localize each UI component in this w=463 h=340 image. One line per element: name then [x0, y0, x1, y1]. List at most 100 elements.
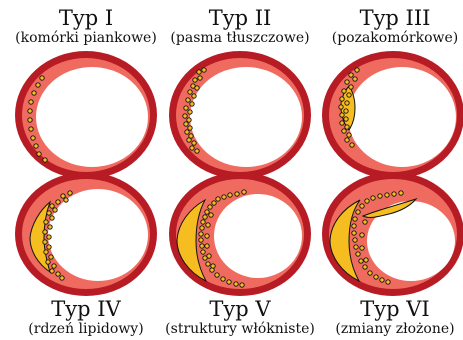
- lipid-cell: [360, 233, 364, 237]
- vessel-cross-section-typ-6: [322, 172, 463, 296]
- lipid-cell: [31, 136, 35, 140]
- lipid-cell: [349, 85, 353, 89]
- lipid-cell: [187, 138, 191, 142]
- lipid-cell: [240, 283, 244, 287]
- vessel-lumen: [48, 189, 148, 281]
- vessel-lumen: [190, 67, 302, 167]
- lipid-cell: [221, 277, 225, 281]
- lipid-cell: [339, 105, 343, 109]
- lipid-cell: [365, 199, 369, 203]
- lipid-cell: [199, 238, 203, 242]
- lipid-cell: [56, 272, 60, 276]
- lipid-cell: [342, 89, 346, 93]
- lipid-cell: [187, 118, 191, 122]
- lipid-cell: [359, 259, 363, 263]
- lipid-cell: [193, 78, 197, 82]
- lipid-cell: [364, 258, 368, 262]
- lipid-cell: [36, 83, 40, 87]
- lipid-cell: [345, 101, 349, 105]
- lipid-cell: [52, 264, 56, 268]
- lipid-cell: [227, 280, 231, 284]
- lipid-cell: [184, 106, 188, 110]
- vessel-cross-section-typ-4: [15, 172, 157, 296]
- lipid-cell: [29, 127, 33, 131]
- lipid-cell: [242, 190, 246, 194]
- lipid-cell: [340, 121, 344, 125]
- vessel-cross-section-typ-3: [322, 51, 463, 179]
- lipid-cell: [44, 220, 48, 224]
- lipid-cell: [184, 122, 188, 126]
- lipid-cell: [195, 149, 199, 153]
- lipid-cell: [48, 225, 52, 229]
- lipid-cell: [198, 76, 202, 80]
- lipid-cell: [203, 215, 207, 219]
- lipid-cell: [353, 238, 357, 242]
- lipid-cell: [352, 231, 356, 235]
- lipid-cell: [50, 269, 54, 273]
- lipid-cell: [200, 226, 204, 230]
- lipid-cell: [53, 208, 57, 212]
- lipid-cell: [347, 133, 351, 137]
- lipid-cell: [47, 245, 51, 249]
- vessel-lumen: [36, 67, 148, 167]
- lipid-cell: [186, 98, 190, 102]
- lipid-cell: [28, 109, 32, 113]
- lipid-cell: [347, 93, 351, 97]
- vessel-cross-section-typ-2: [169, 51, 311, 179]
- lipid-cell: [340, 113, 344, 117]
- lipid-cell: [386, 280, 390, 284]
- lipid-cell: [29, 100, 33, 104]
- lipid-cell: [205, 210, 209, 214]
- lipid-cell: [188, 126, 192, 130]
- lipid-cell: [64, 198, 68, 202]
- lipid-cell: [234, 282, 238, 286]
- lipid-cell: [188, 110, 192, 114]
- vessel-cross-section-typ-1: [15, 51, 157, 179]
- lipid-cell: [378, 194, 382, 198]
- lipid-cell: [344, 117, 348, 121]
- lipid-cell: [47, 211, 51, 215]
- lipid-cell: [68, 191, 72, 195]
- lipid-cell: [192, 94, 196, 98]
- lipid-cell: [349, 73, 353, 77]
- lipid-cell: [399, 191, 403, 195]
- vessel-cross-section-typ-5: [169, 172, 311, 296]
- lipid-cell: [209, 213, 213, 217]
- lipid-cell: [183, 114, 187, 118]
- lipid-cell: [360, 204, 364, 208]
- lipid-cell: [185, 130, 189, 134]
- lipid-cell: [61, 194, 65, 198]
- lipid-cell: [197, 70, 201, 74]
- lipid-cell: [353, 217, 357, 221]
- lipid-cell: [201, 250, 205, 254]
- lipid-cell: [37, 152, 41, 156]
- lipid-cell: [43, 230, 47, 234]
- lipid-cell: [363, 220, 367, 224]
- lipid-cell: [345, 138, 349, 142]
- lipid-cell: [192, 141, 196, 145]
- lipid-cell: [49, 255, 53, 259]
- lipid-cell: [28, 118, 32, 122]
- lipid-cell: [211, 264, 215, 268]
- lipid-cell: [205, 244, 209, 248]
- lipid-cell: [371, 196, 375, 200]
- lipid-cell: [363, 265, 367, 269]
- lipid-cell: [207, 254, 211, 258]
- lipid-cell: [190, 102, 194, 106]
- vessel-lumen: [214, 194, 302, 278]
- lipid-cell: [380, 278, 384, 282]
- lipid-cell: [34, 144, 38, 148]
- lipid-cell: [344, 109, 348, 113]
- lipid-cell: [205, 234, 209, 238]
- lipid-cell: [235, 192, 239, 196]
- lipid-cell: [356, 210, 360, 214]
- lipid-cell: [202, 68, 206, 72]
- lipid-cell: [342, 129, 346, 133]
- lipid-cell: [216, 197, 220, 201]
- lipid-cell: [206, 223, 210, 227]
- lipid-cell: [340, 97, 344, 101]
- lipid-cell: [222, 195, 226, 199]
- lipid-cell: [208, 205, 212, 209]
